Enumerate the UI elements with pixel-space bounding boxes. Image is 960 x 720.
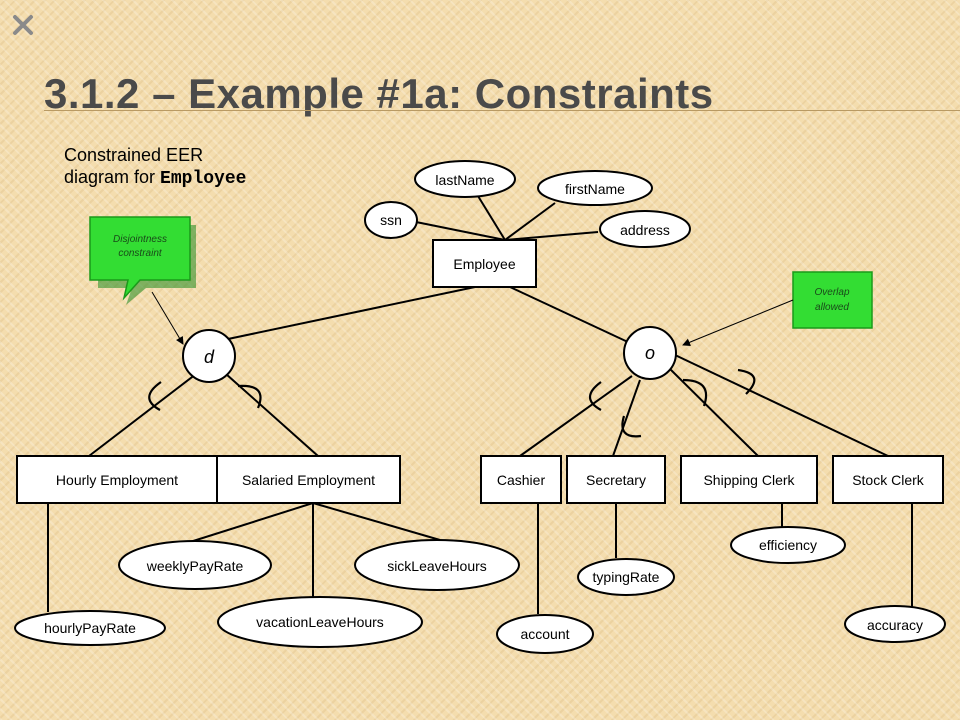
caption-entity-name: Employee xyxy=(160,169,247,189)
attribute-firstname-label: firstName xyxy=(565,181,625,197)
entity-salaried-employment-label: Salaried Employment xyxy=(242,472,375,488)
disjointness-pointer-arrow xyxy=(151,291,184,345)
line-lastname-employee xyxy=(477,195,506,241)
disjointness-callout-bubble xyxy=(89,216,191,301)
overlap-callout-line-2: allowed xyxy=(815,302,849,313)
attribute-lastname[interactable]: lastName xyxy=(414,160,516,198)
attribute-address-label: address xyxy=(620,222,670,238)
subset-symbol-cashier xyxy=(588,381,602,411)
attribute-accuracy[interactable]: accuracy xyxy=(844,605,946,643)
subset-symbol-stock xyxy=(737,368,756,395)
entity-salaried-employment[interactable]: Salaried Employment xyxy=(216,455,401,504)
attribute-efficiency[interactable]: efficiency xyxy=(730,526,846,564)
subset-symbol-salaried xyxy=(237,384,262,409)
attribute-lastname-label: lastName xyxy=(435,172,494,188)
attribute-efficiency-label: efficiency xyxy=(759,537,817,553)
line-address-employee xyxy=(504,231,599,241)
line-disjoint-salaried xyxy=(225,373,319,457)
connector-lines xyxy=(47,195,913,614)
diagram-caption: Constrained EER diagram for Employee xyxy=(64,144,246,190)
slide-title: 3.1.2 – Example #1a: Constraints xyxy=(44,70,714,117)
attribute-address[interactable]: address xyxy=(599,210,691,248)
line-salaried-sickleave xyxy=(312,502,441,541)
line-overlap-secretary xyxy=(612,379,641,457)
line-overlap-shipping xyxy=(667,366,759,457)
overlap-symbol: o xyxy=(645,343,655,363)
entity-stock-clerk-label: Stock Clerk xyxy=(852,472,925,488)
attribute-firstname[interactable]: firstName xyxy=(537,170,653,206)
subset-symbol-shipping xyxy=(682,378,708,407)
entity-cashier[interactable]: Cashier xyxy=(480,455,562,504)
entity-employee[interactable]: Employee xyxy=(432,239,537,288)
line-employee-overlap xyxy=(509,286,631,344)
line-firstname-employee xyxy=(504,202,556,241)
disjointness-callout[interactable]: Disjointness constraint xyxy=(89,216,196,305)
line-disjoint-hourly xyxy=(88,373,197,457)
caption-line-2-prefix: diagram for xyxy=(64,167,161,187)
entity-secretary-label: Secretary xyxy=(586,472,646,488)
overlap-callout[interactable]: Overlap allowed xyxy=(792,271,873,329)
line-ssn-employee xyxy=(415,221,506,241)
attribute-typingrate-label: typingRate xyxy=(593,569,660,585)
entity-shipping-clerk[interactable]: Shipping Clerk xyxy=(680,455,818,504)
attribute-hourlypayrate-label: hourlyPayRate xyxy=(44,620,136,636)
entity-hourly-employment[interactable]: Hourly Employment xyxy=(16,455,218,504)
entity-cashier-label: Cashier xyxy=(497,472,546,488)
attribute-sickleavehours-label: sickLeaveHours xyxy=(387,558,487,574)
attribute-ssn[interactable]: ssn xyxy=(364,201,418,239)
disjoint-constraint-circle[interactable]: d xyxy=(182,329,236,383)
attribute-weeklypayrate-label: weeklyPayRate xyxy=(146,558,244,574)
overlap-constraint-circle[interactable]: o xyxy=(623,326,677,380)
attribute-hourlypayrate[interactable]: hourlyPayRate xyxy=(14,610,166,646)
entity-hourly-employment-label: Hourly Employment xyxy=(56,472,178,488)
attribute-account[interactable]: account xyxy=(496,614,594,654)
disjoint-symbol: d xyxy=(204,347,215,367)
disjointness-callout-line-1: Disjointness xyxy=(113,234,167,245)
attribute-sickleavehours[interactable]: sickLeaveHours xyxy=(354,539,520,591)
attribute-ssn-label: ssn xyxy=(380,212,402,228)
line-employee-disjoint xyxy=(227,286,476,340)
line-overlap-stock xyxy=(674,354,889,457)
subset-symbol-secretary xyxy=(621,415,642,438)
entity-employee-label: Employee xyxy=(453,256,515,272)
attribute-account-label: account xyxy=(520,626,569,642)
disjointness-callout-line-2: constraint xyxy=(118,248,163,259)
caption-line-1: Constrained EER xyxy=(64,145,204,165)
entity-shipping-clerk-label: Shipping Clerk xyxy=(703,472,795,488)
line-overlap-cashier xyxy=(519,375,633,457)
title-divider xyxy=(44,110,960,111)
attribute-accuracy-label: accuracy xyxy=(867,617,923,633)
attribute-weeklypayrate[interactable]: weeklyPayRate xyxy=(118,540,272,590)
overlap-pointer-arrow xyxy=(682,299,794,347)
subset-symbol-hourly xyxy=(148,381,162,411)
entity-secretary[interactable]: Secretary xyxy=(566,455,666,504)
subset-symbols xyxy=(148,368,756,438)
entity-stock-clerk[interactable]: Stock Clerk xyxy=(832,455,944,504)
attribute-vacationleavehours-label: vacationLeaveHours xyxy=(256,614,384,630)
attribute-typingrate[interactable]: typingRate xyxy=(577,558,675,596)
attribute-vacationleavehours[interactable]: vacationLeaveHours xyxy=(217,596,423,648)
overlap-callout-line-1: Overlap xyxy=(814,287,849,298)
slide-bullet-x-icon xyxy=(13,15,33,35)
line-salaried-weeklypayrate xyxy=(189,502,314,543)
